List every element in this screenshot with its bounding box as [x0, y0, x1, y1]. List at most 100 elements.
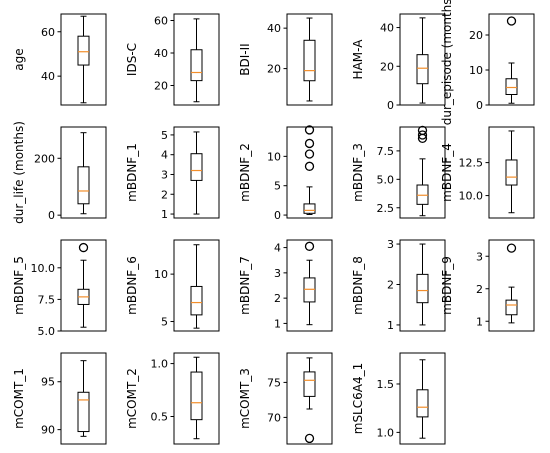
panel-3-axes-frame [286, 13, 333, 106]
panel-12-box [190, 285, 203, 316]
panel-1-ytick-label-0: 40 [41, 70, 55, 83]
panel-3-ytick-label-0: 20 [267, 63, 281, 76]
panel-3-box [303, 39, 316, 82]
panel-9-outlier-2 [417, 125, 428, 136]
panel-11-ylabel: mBDNF_5 [12, 256, 26, 315]
panel-19-ytick-label-1: 1.5 [377, 378, 395, 391]
panel-7-ytick-label-4: 5 [161, 129, 168, 142]
panel-15-axes-frame [488, 239, 535, 332]
panel-12-ytick-label-0: 5 [161, 316, 168, 329]
panel-8-outlier-2 [304, 138, 315, 149]
panel-1-ylabel: age [12, 48, 26, 70]
panel-13-ytick-label-1: 2 [274, 292, 281, 305]
panel-2-ylabel: IDS-C [125, 43, 139, 76]
panel-6-ytick-label-0: 0 [48, 209, 55, 222]
panel-14-ytick-label-1: 2 [387, 278, 394, 291]
panel-4-axes-frame [399, 13, 446, 106]
panel-8-box [303, 203, 316, 214]
panel-19-ylabel: mSLC6A4_1 [351, 363, 365, 434]
panel-12-ytick-label-1: 10 [154, 268, 168, 281]
panel-12-ylabel: mBDNF_6 [125, 256, 139, 315]
panel-4-ylabel: HAM-A [351, 39, 365, 80]
panel-8-axes-frame [286, 126, 333, 219]
panel-8-ytick-label-1: 5 [274, 180, 281, 193]
panel-5-ytick-label-1: 10 [469, 64, 483, 77]
panel-9-ytick-label-2: 7.5 [377, 145, 395, 158]
panel-18-box [303, 371, 316, 397]
panel-19-ytick-label-0: 1.0 [377, 426, 395, 439]
panel-1-box [77, 35, 90, 66]
panel-15-outlier-0 [506, 243, 517, 253]
panel-16-axes-frame [60, 352, 107, 445]
panel-13-box [303, 277, 316, 303]
panel-4-ytick-label-0: 0 [387, 99, 394, 112]
panel-9-ytick-label-0: 2.5 [377, 202, 395, 215]
panel-15-ytick-label-2: 3 [476, 250, 483, 263]
panel-13-axes-frame [286, 239, 333, 332]
panel-5-ylabel: dur_episode (months) [440, 0, 454, 125]
panel-12-axes-frame [173, 239, 220, 332]
panel-17-box [190, 371, 203, 421]
panel-6-box [77, 166, 90, 205]
panel-16-box [77, 391, 90, 433]
panel-3-ylabel: BDI-II [238, 43, 252, 75]
panel-14-ytick-label-0: 1 [387, 319, 394, 332]
panel-4-box [416, 54, 429, 85]
panel-13-ytick-label-0: 1 [274, 317, 281, 330]
panel-16-ylabel: mCOMT_1 [12, 368, 26, 429]
panel-3-ytick-label-1: 40 [267, 22, 281, 35]
panel-1-ytick-label-1: 60 [41, 26, 55, 39]
panel-10-ylabel: mBDNF_4 [440, 143, 454, 202]
panel-13-ytick-label-3: 4 [274, 242, 281, 255]
panel-17-ytick-label-0: 0.5 [151, 410, 169, 423]
panel-10-axes-frame [488, 126, 535, 219]
panel-8-outlier-1 [304, 149, 315, 159]
panel-19-box [416, 389, 429, 418]
panel-19-axes-frame [399, 352, 446, 445]
panel-2-box [190, 49, 203, 82]
panel-8-outlier-0 [304, 161, 315, 171]
panel-8-ytick-label-2: 10 [267, 150, 281, 163]
panel-4-ytick-label-1: 20 [380, 60, 394, 73]
panel-13-ylabel: mBDNF_7 [238, 256, 252, 315]
panel-16-ytick-label-0: 90 [41, 424, 55, 437]
panel-8-ytick-label-0: 0 [274, 209, 281, 222]
panel-17-ytick-label-1: 1.0 [151, 358, 169, 371]
panel-18-outlier-0 [304, 433, 315, 444]
panel-5-outlier-0 [506, 16, 517, 26]
panel-14-ylabel: mBDNF_8 [351, 256, 365, 315]
panel-14-axes-frame [399, 239, 446, 332]
panel-13-ytick-label-2: 3 [274, 267, 281, 280]
panel-18-axes-frame [286, 352, 333, 445]
panel-11-ytick-label-0: 5.0 [38, 325, 56, 338]
panel-2-axes-frame [173, 13, 220, 106]
panel-18-ylabel: mCOMT_3 [238, 368, 252, 429]
panel-15-ylabel: mBDNF_9 [440, 256, 454, 315]
panel-7-box [190, 153, 203, 181]
panel-14-ytick-label-2: 3 [387, 238, 394, 251]
panel-2-ytick-label-2: 60 [154, 15, 168, 28]
panel-5-ytick-label-0: 0 [476, 99, 483, 112]
panel-6-ylabel: dur_life (months) [12, 121, 26, 224]
panel-11-axes-frame [60, 239, 107, 332]
panel-18-ytick-label-0: 70 [267, 411, 281, 424]
panel-11-outlier-0 [78, 242, 89, 253]
panel-14-box [416, 273, 429, 304]
panel-10-ytick-label-1: 12.5 [459, 157, 484, 170]
panel-13-outlier-0 [304, 241, 315, 251]
panel-17-ylabel: mCOMT_2 [125, 368, 139, 429]
panel-2-ytick-label-0: 20 [154, 80, 168, 93]
panel-15-ytick-label-1: 2 [476, 283, 483, 296]
panel-5-axes-frame [488, 13, 535, 106]
panel-9-ylabel: mBDNF_3 [351, 143, 365, 202]
panel-1-axes-frame [60, 13, 107, 106]
panel-10-box [505, 159, 518, 186]
panel-8-ylabel: mBDNF_2 [238, 143, 252, 202]
panel-18-ytick-label-1: 75 [267, 376, 281, 389]
panel-5-ytick-label-2: 20 [469, 29, 483, 42]
panel-9-ytick-label-1: 5.0 [377, 173, 395, 186]
panel-6-axes-frame [60, 126, 107, 219]
panel-17-axes-frame [173, 352, 220, 445]
panel-9-outlier-1 [417, 130, 428, 140]
